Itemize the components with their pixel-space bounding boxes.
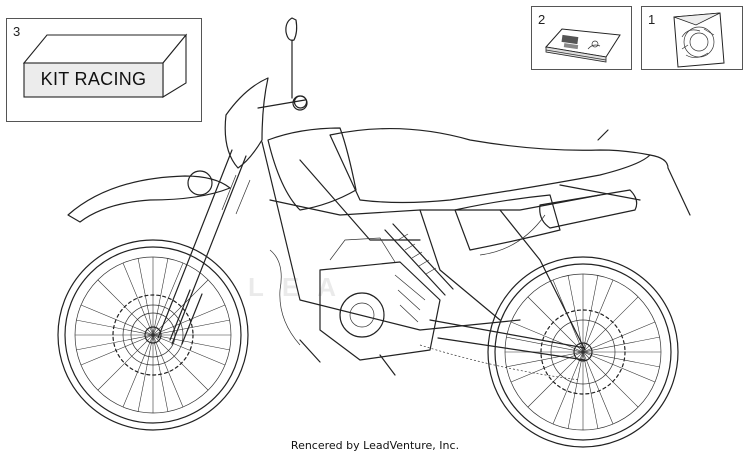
callout-number-2: 2: [538, 12, 546, 27]
kit-box-icon: [22, 33, 188, 98]
rear-wheel[interactable]: [487, 256, 679, 448]
frame[interactable]: [261, 141, 601, 351]
kit-racing-label: KIT RACING: [40, 68, 147, 89]
manual-booklet-icon: [545, 28, 621, 63]
callout-number-3: 3: [13, 24, 21, 39]
headlight[interactable]: [187, 170, 213, 196]
side-panel[interactable]: [454, 194, 561, 251]
exhaust-silencer[interactable]: [539, 189, 638, 229]
front-fork[interactable]: [157, 149, 251, 345]
front-fender[interactable]: [67, 175, 231, 223]
rear-shock[interactable]: [384, 223, 454, 296]
watermark: LEA: [248, 272, 354, 302]
inset-manual[interactable]: 2: [531, 6, 632, 70]
engine[interactable]: [319, 237, 441, 361]
footer-credit: Rencered by LeadVenture, Inc.: [290, 439, 460, 452]
drive-chain: [419, 344, 581, 381]
inset-kit-racing[interactable]: 3 KIT RACING: [6, 18, 202, 122]
inset-decals[interactable]: 1: [641, 6, 743, 70]
footpeg[interactable]: [299, 339, 396, 376]
mirror[interactable]: [285, 17, 298, 41]
swingarm[interactable]: [429, 319, 586, 361]
decal-sheet-icon: [673, 12, 725, 68]
handlebar[interactable]: [257, 95, 308, 109]
front-wheel[interactable]: [57, 239, 249, 431]
headlight-cowl[interactable]: [224, 77, 269, 169]
seat[interactable]: [329, 127, 651, 204]
fuel-tank[interactable]: [267, 127, 357, 211]
callout-number-1: 1: [648, 12, 656, 27]
